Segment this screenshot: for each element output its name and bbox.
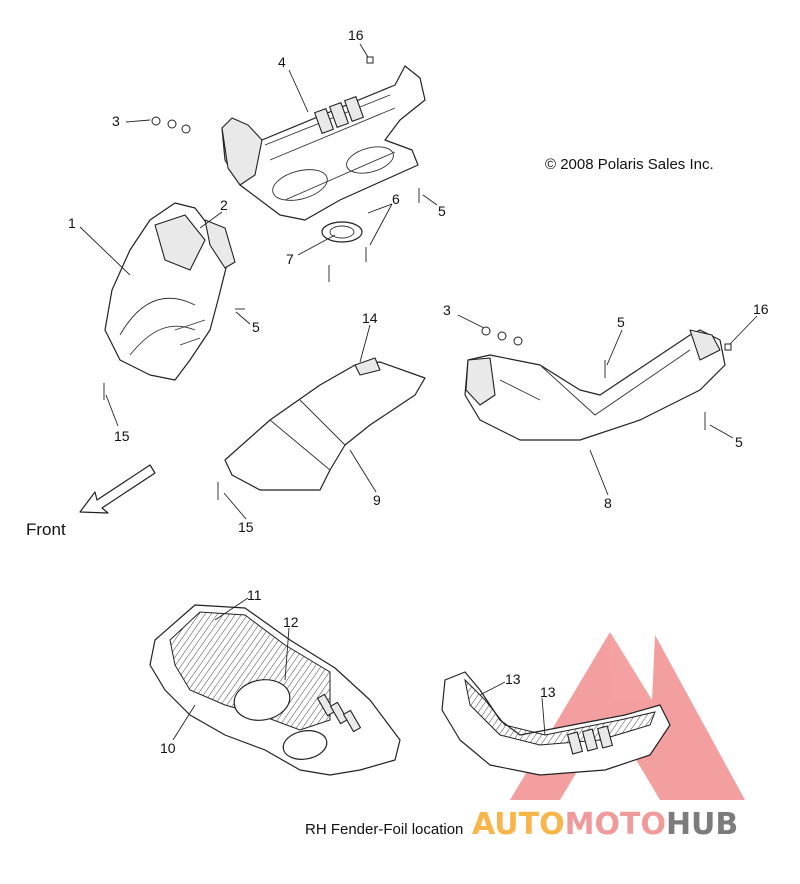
watermark-part-auto: AUTO — [472, 807, 565, 842]
callout-3-left: 3 — [112, 113, 120, 129]
callout-5-upper: 5 — [438, 203, 446, 219]
watermark-part-hub: HUB — [666, 807, 738, 842]
callout-16-right: 16 — [753, 301, 769, 317]
copyright-text: © 2008 Polaris Sales Inc. — [545, 156, 714, 173]
watermark-part-moto: MOTO — [565, 807, 666, 842]
callout-5-left: 5 — [252, 319, 260, 335]
callout-leaders — [79, 43, 758, 741]
callout-14: 14 — [362, 310, 378, 326]
callout-13-right: 13 — [540, 684, 556, 700]
callout-1: 1 — [68, 215, 76, 231]
callout-4: 4 — [278, 54, 286, 70]
part-8-right-panel — [464, 329, 726, 441]
watermark-text: AUTOMOTOHUB — [472, 807, 738, 842]
part-1-left-fender — [104, 202, 236, 381]
callout-8: 8 — [604, 495, 612, 511]
callout-10: 10 — [160, 740, 176, 756]
callout-15-center: 15 — [238, 519, 254, 535]
callout-5-right: 5 — [617, 314, 625, 330]
fasteners — [103, 56, 732, 500]
callout-6: 6 — [392, 191, 400, 207]
callout-11: 11 — [247, 587, 262, 603]
callout-16-top: 16 — [348, 27, 364, 43]
front-arrow — [79, 464, 156, 514]
part-11-12-fender-foil — [149, 604, 401, 776]
callout-15-left: 15 — [114, 428, 130, 444]
part-4-upper-panel — [221, 65, 426, 221]
front-label: Front — [26, 520, 66, 539]
callout-13-left: 13 — [505, 671, 521, 687]
callout-5-far-right: 5 — [735, 434, 743, 450]
part-9-center-panel — [224, 357, 426, 491]
part-13-foil — [441, 671, 671, 776]
caption-text: RH Fender-Foil location — [305, 821, 463, 838]
callout-7: 7 — [286, 251, 294, 267]
callout-3-right: 3 — [443, 302, 451, 318]
callout-12: 12 — [283, 614, 299, 630]
callout-2: 2 — [220, 197, 228, 213]
callout-9: 9 — [373, 492, 381, 508]
